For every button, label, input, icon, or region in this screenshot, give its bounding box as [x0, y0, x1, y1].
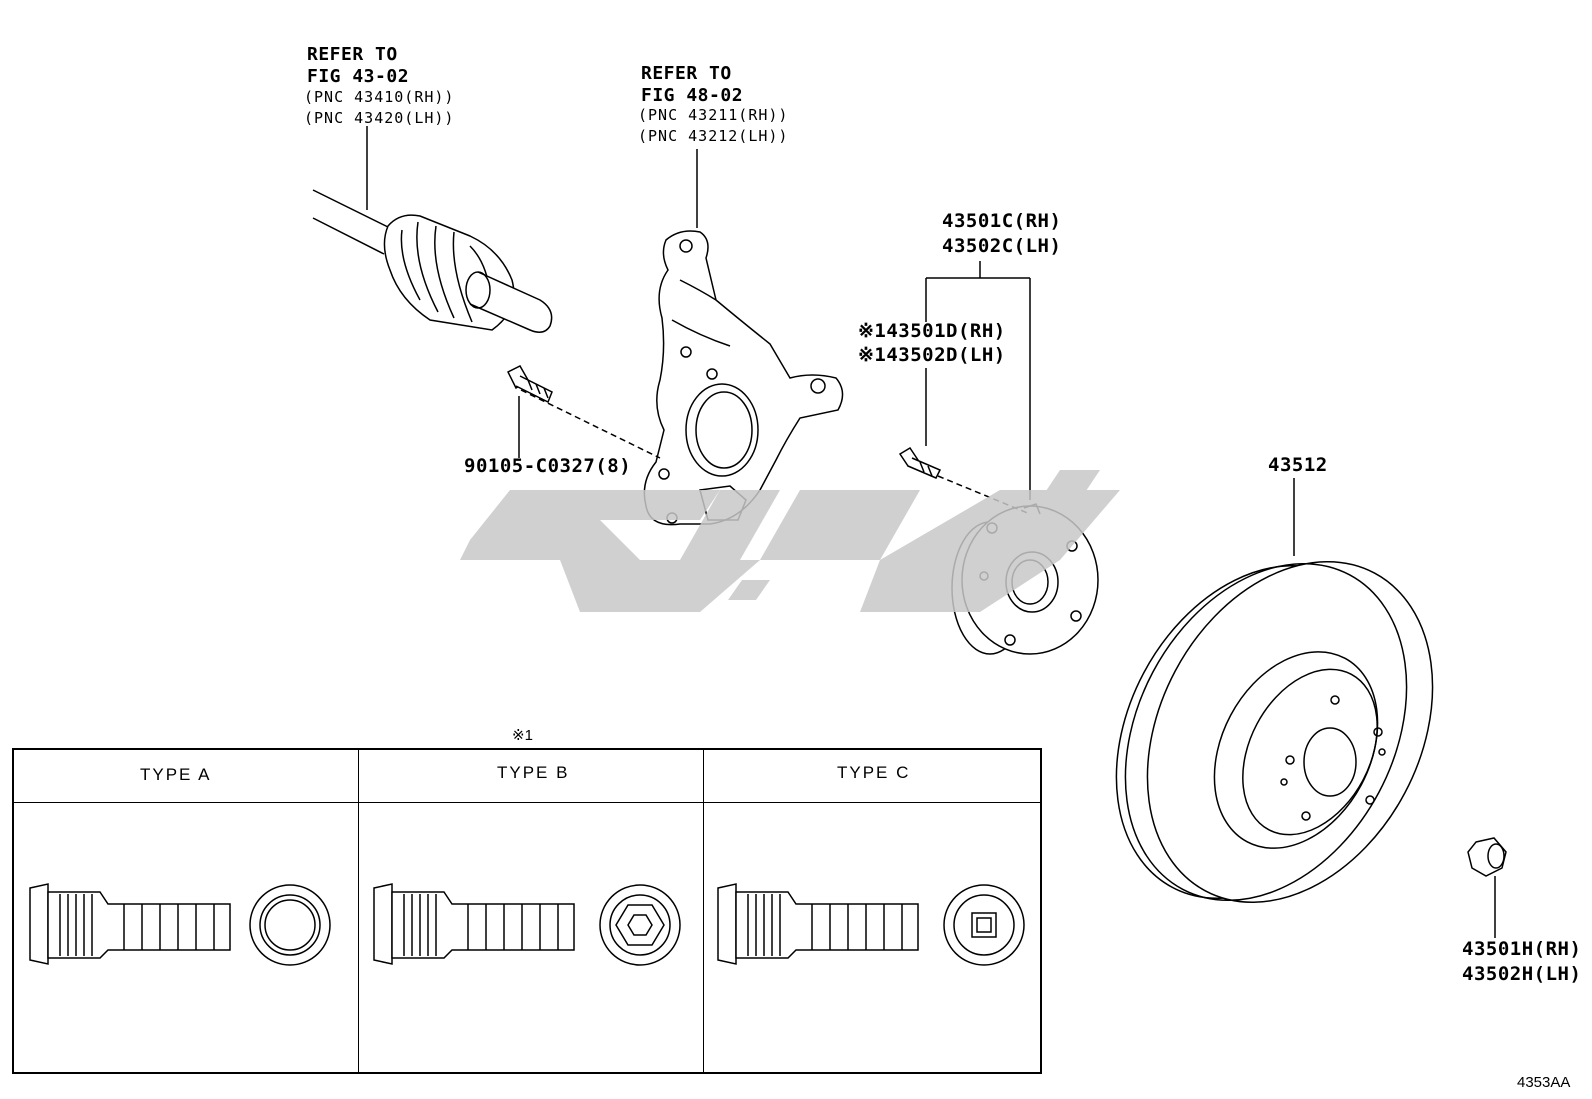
table-col-type-a: [14, 750, 359, 1072]
driveshaft-pnc-lh: (PNC 43420(LH)): [304, 109, 455, 127]
driveshaft-pnc-rh: (PNC 43410(RH)): [304, 88, 455, 106]
brake-disc-drawing: [1115, 561, 1434, 903]
hub-part-number-lh: 43502C(LH): [942, 235, 1062, 257]
table-header-type-a: TYPE A: [140, 765, 212, 784]
table-header-type-b: TYPE B: [497, 763, 570, 782]
knuckle-bolt-drawing: [506, 365, 553, 404]
stud-type-c: [717, 883, 1025, 966]
knuckle-ref-line1: REFER TO: [641, 63, 732, 84]
wheel-nut-drawing: [1467, 837, 1507, 877]
steering-knuckle-drawing: [643, 230, 844, 526]
knuckle-pnc-rh: (PNC 43211(RH)): [638, 106, 789, 124]
driveshaft-ref-line2: FIG 43-02: [307, 66, 410, 87]
table-note-marker: ※1: [512, 727, 533, 744]
nut-part-number-rh: 43501H(RH): [1462, 938, 1582, 960]
table-col-type-b: [359, 750, 704, 1072]
table-header-divider: [14, 802, 1040, 803]
driveshaft-ref-line1: REFER TO: [307, 44, 398, 65]
table-header-type-c: TYPE C: [837, 763, 911, 782]
drive-shaft-drawing: [312, 189, 553, 333]
stud-part-number-lh: ※143502D(LH): [858, 344, 1006, 366]
stud-type-b: [373, 883, 681, 966]
nut-part-number-lh: 43502H(LH): [1462, 963, 1582, 985]
hub-part-number-rh: 43501C(RH): [942, 210, 1062, 232]
stud-types-table: [12, 748, 1042, 1074]
disc-part-number: 43512: [1268, 454, 1328, 476]
stud-part-number-rh: ※143501D(RH): [858, 320, 1006, 342]
bolt-part-number: 90105-C0327(8): [464, 455, 632, 477]
watermark-logo: [460, 470, 1120, 612]
knuckle-ref-line2: FIG 48-02: [641, 85, 744, 106]
hub-bolt-drawing: [898, 446, 942, 479]
knuckle-pnc-lh: (PNC 43212(LH)): [638, 127, 789, 145]
stud-type-a: [29, 883, 331, 966]
figure-code: 4353AA: [1517, 1074, 1571, 1091]
